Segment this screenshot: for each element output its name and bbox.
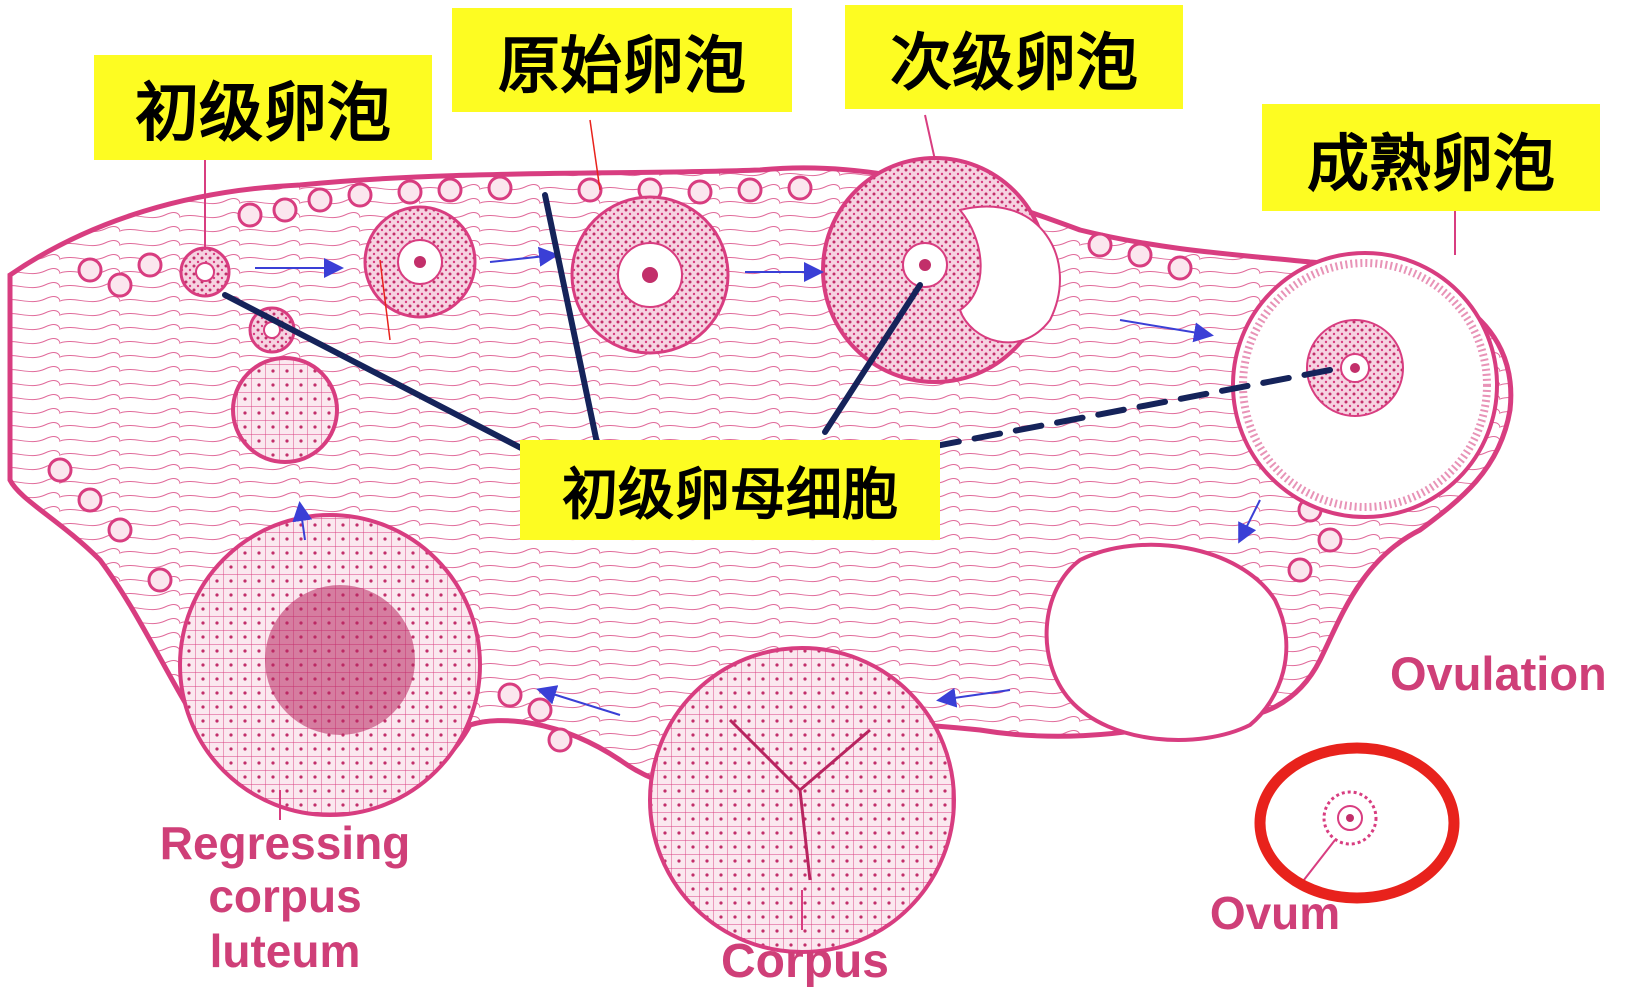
label-mature-follicle: 成熟卵泡 [1262, 104, 1600, 211]
ovum-illustration [1324, 792, 1376, 844]
growing-follicle-2 [572, 197, 728, 353]
mature-follicle-illustration [1233, 253, 1497, 517]
growing-follicle-1 [365, 207, 475, 317]
label-secondary-follicle: 次级卵泡 [845, 5, 1183, 109]
label-primary-oocyte: 初级卵母细胞 [520, 440, 940, 540]
label-luteum: luteum [145, 928, 425, 974]
label-primary-follicle: 初级卵泡 [94, 55, 432, 160]
regressing-corpus-luteum-illustration [180, 515, 480, 815]
corpus-luteum-illustration [233, 358, 337, 462]
ruptured-follicle-illustration [1047, 545, 1287, 740]
label-regressing: Regressing [145, 820, 425, 866]
label-primordial-follicle: 原始卵泡 [452, 8, 792, 112]
label-ovum: Ovum [1200, 890, 1350, 936]
label-corpus: corpus [145, 873, 425, 919]
label-corpus-bottom: Corpus [700, 938, 910, 986]
label-ovulation: Ovulation [1390, 650, 1607, 697]
